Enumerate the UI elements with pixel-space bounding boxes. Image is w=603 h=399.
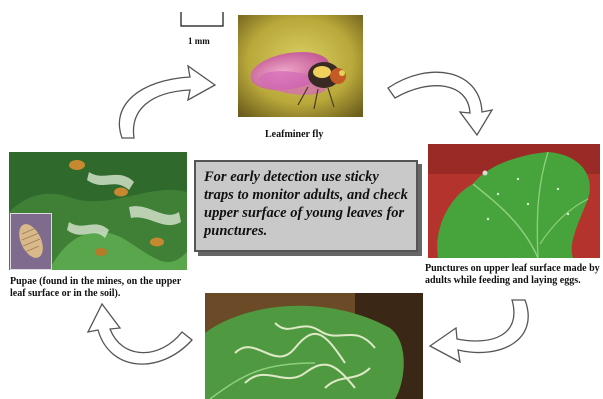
arrow-punctures-to-mines [430, 300, 528, 362]
arrow-pupae-to-adult [119, 66, 215, 138]
arrow-adult-to-punctures [388, 72, 492, 135]
arrow-mines-to-pupae [88, 304, 192, 364]
